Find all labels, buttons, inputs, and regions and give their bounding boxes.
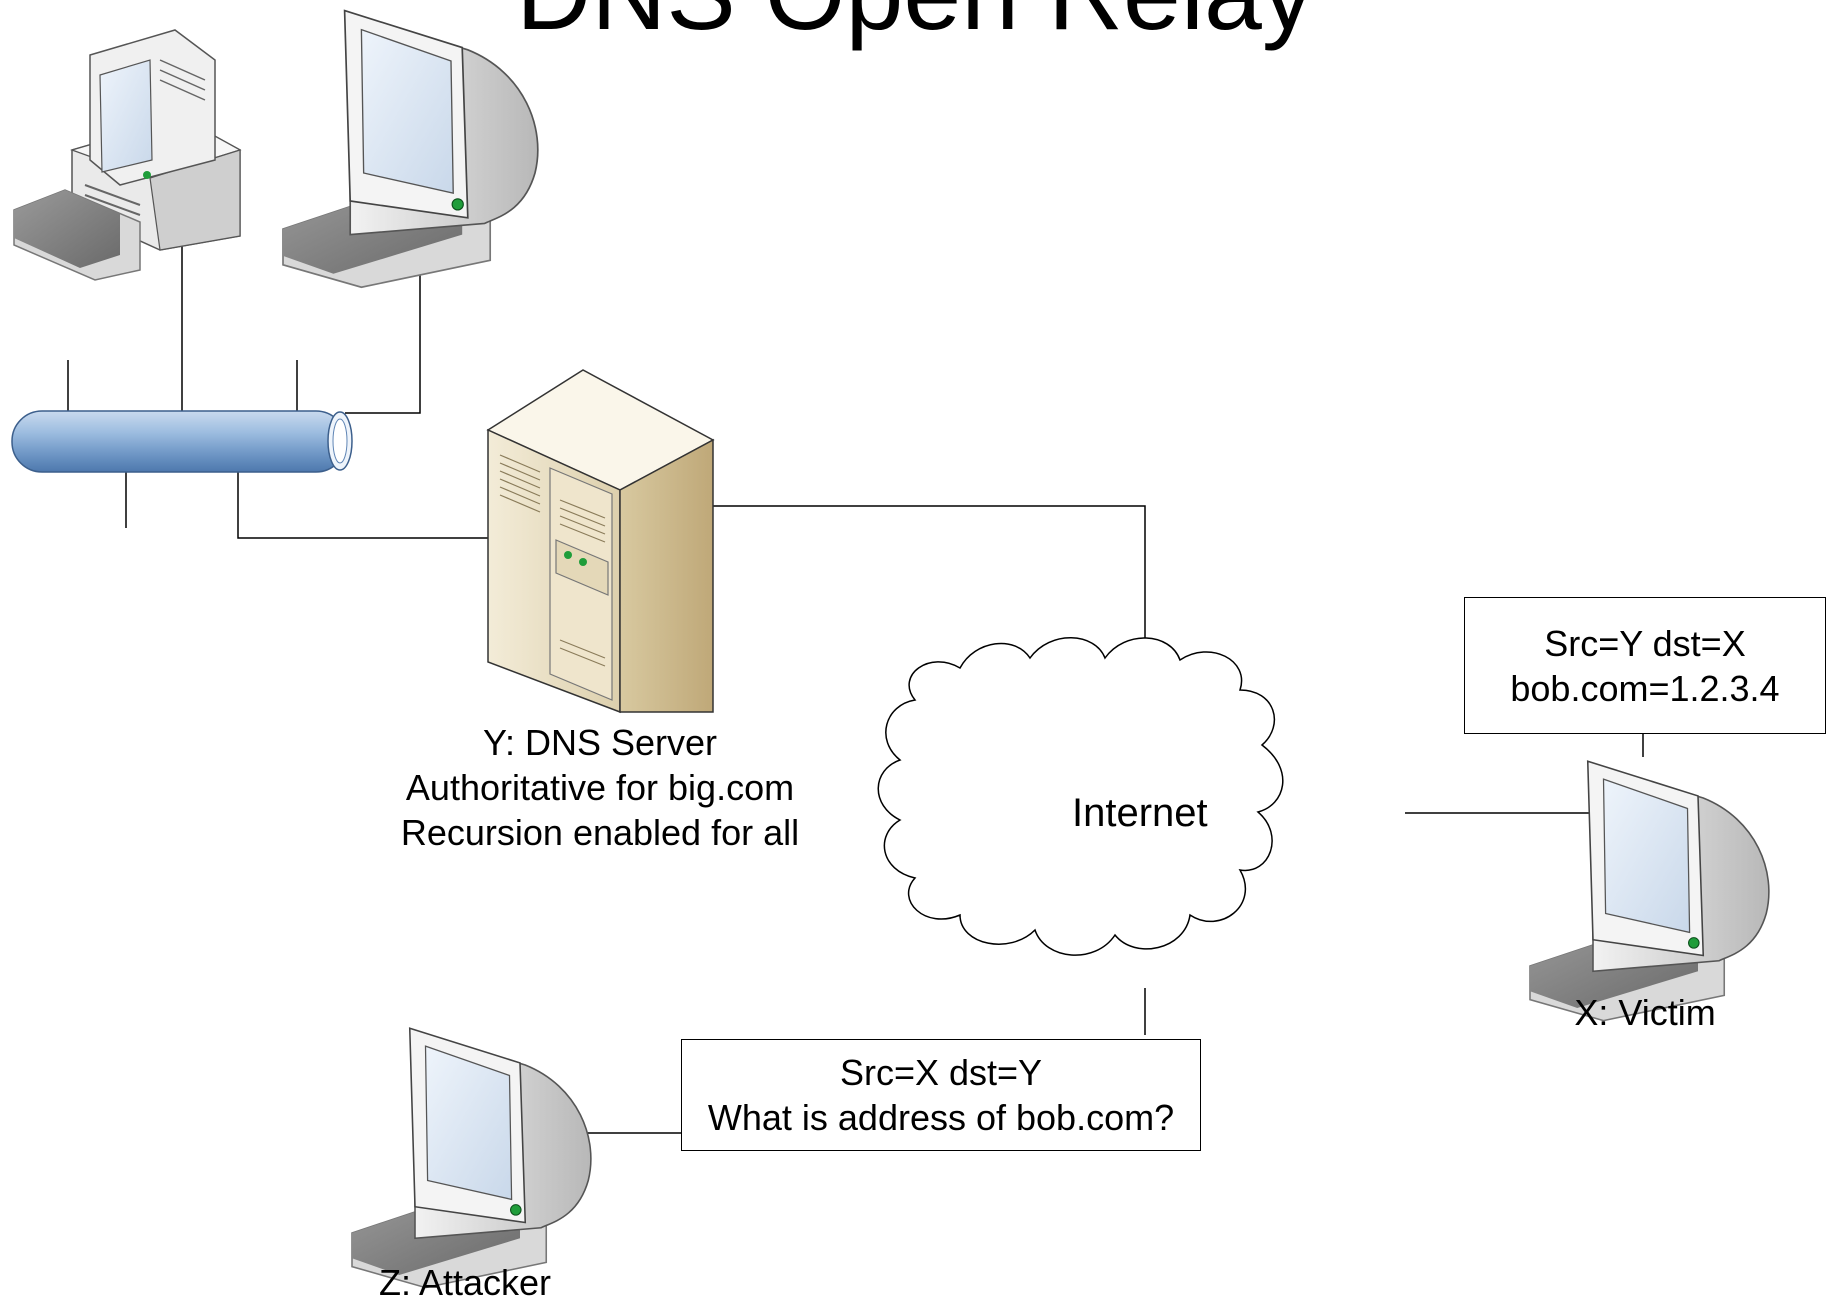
workstation-2 — [282, 9, 539, 289]
workstation-1 — [13, 29, 242, 281]
link-server-internet — [713, 505, 1146, 640]
dns-server-name: Y: DNS Server — [482, 722, 718, 763]
request-message-box: Src=X dst=Y What is address of bob.com? — [681, 1039, 1201, 1151]
internet-cloud — [877, 637, 1284, 956]
request-src-dst: Src=X dst=Y — [839, 1052, 1043, 1093]
dns-server-label: Y: DNS Server Authoritative for big.com … — [380, 720, 820, 855]
internet-label: Internet — [1072, 791, 1208, 835]
victim-label: X: Victim — [1574, 992, 1716, 1033]
dns-server — [486, 369, 715, 714]
response-message-box: Src=Y dst=X bob.com=1.2.3.4 — [1464, 597, 1826, 734]
attacker-label: Z: Attacker — [378, 1262, 552, 1303]
dns-server-authority: Authoritative for big.com — [405, 767, 795, 808]
response-answer: bob.com=1.2.3.4 — [1510, 667, 1780, 709]
connection-lines — [67, 175, 1644, 1134]
victim-computer — [1529, 760, 1770, 1022]
response-src-dst: Src=Y dst=X — [1544, 622, 1746, 664]
attacker-computer — [351, 1027, 592, 1289]
lan-bus — [11, 410, 353, 473]
diagram-title: DNS Open Relay — [0, 0, 1830, 46]
dns-server-recursion: Recursion enabled for all — [400, 812, 800, 853]
request-question: What is address of bob.com? — [707, 1097, 1175, 1138]
